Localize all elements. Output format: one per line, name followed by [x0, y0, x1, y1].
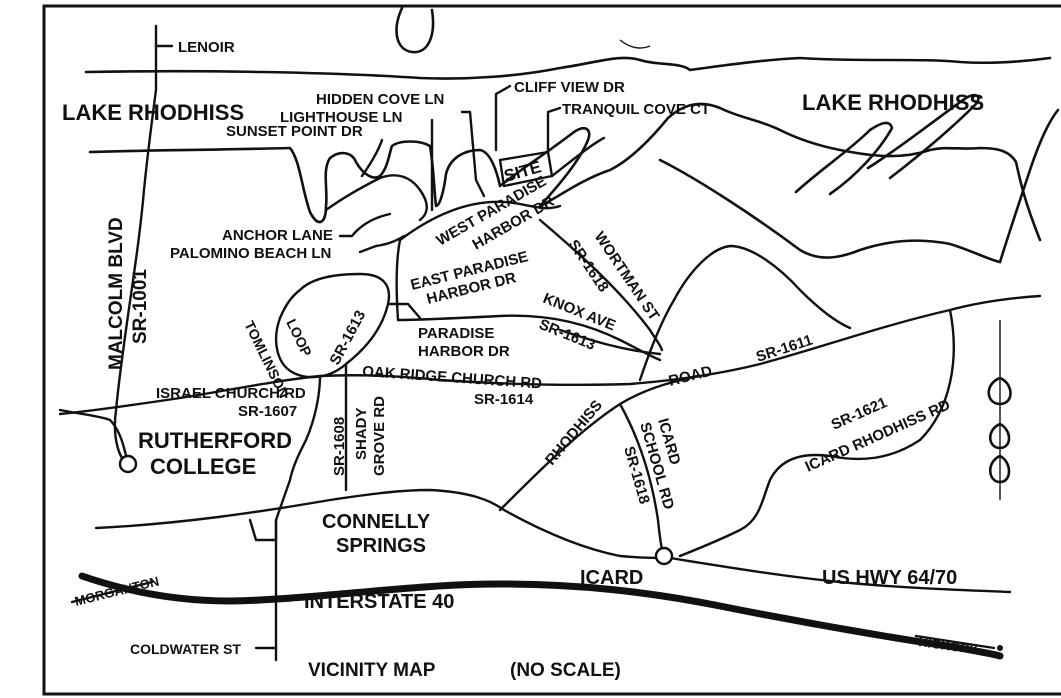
label-connelly: CONNELLY	[322, 511, 431, 533]
cove-east-2	[866, 93, 980, 180]
road-tranquil-cove	[546, 106, 562, 152]
label-coldwater: COLDWATER ST	[130, 641, 241, 657]
label-grove-rd: GROVE RD	[371, 396, 388, 476]
label-shady: SHADY	[353, 407, 370, 460]
road-us-64-70	[94, 488, 1012, 594]
road-knox-ave	[558, 328, 662, 356]
label-oak-ridge: OAK RIDGE CHURCH RD	[362, 363, 543, 393]
road-hidden-cove	[460, 110, 486, 198]
label-sr1607: SR-1607	[238, 403, 297, 420]
label-cliff-view: CLIFF VIEW DR	[514, 79, 625, 96]
road-oak-ridge-church	[58, 294, 1042, 416]
cove-far-east	[998, 108, 1060, 264]
road-east-paradise	[395, 238, 662, 362]
top-scribble	[395, 6, 435, 54]
label-malcolm-blvd: MALCOLM BLVD	[106, 217, 127, 370]
road-malcolm-blvd	[113, 24, 158, 466]
north-arrow-icon	[987, 320, 1012, 500]
road-sunset-point	[360, 138, 384, 178]
hickory-arrow	[914, 634, 996, 650]
road-rhodhiss	[498, 374, 702, 512]
label-icard: ICARD	[580, 567, 643, 589]
label-college: COLLEGE	[150, 454, 256, 479]
road-sr1611-loop	[638, 244, 852, 382]
label-sr1614: SR-1614	[474, 391, 534, 408]
map-frame	[42, 4, 1061, 696]
label-road: ROAD	[667, 363, 714, 390]
label-rutherford: RUTHERFORD	[138, 428, 292, 453]
label-sr1613-loop: SR-1613	[327, 308, 370, 368]
label-tranquil-cove: TRANQUIL COVE CT	[562, 101, 710, 118]
road-wortman	[538, 218, 664, 352]
label-loop: LOOP	[283, 316, 315, 359]
interstate-40-inner	[81, 575, 1001, 657]
label-sr1608: SR-1608	[331, 417, 348, 476]
peninsula-tip	[550, 136, 606, 178]
road-west-paradise	[398, 200, 562, 242]
label-anchor-lane: ANCHOR LANE	[222, 227, 333, 244]
map-title: VICINITY MAP	[308, 660, 436, 681]
label-israel-church: ISRAEL CHURCH RD	[156, 385, 306, 402]
lake-north-detail	[619, 39, 651, 49]
label-sr1001: SR-1001	[130, 269, 151, 344]
label-interstate-40: INTERSTATE 40	[304, 591, 454, 613]
label-hickory: HICKORY	[918, 634, 979, 657]
road-anchor-lane	[338, 212, 392, 238]
road-rutherford-branch	[58, 408, 130, 466]
label-palomino: PALOMINO BEACH LN	[170, 245, 331, 262]
label-lake-rhodhiss-west: LAKE RHODHISS	[62, 100, 244, 125]
lake-north-shore	[84, 56, 1052, 80]
label-sunset-point: SUNSET POINT DR	[226, 123, 363, 140]
east-shoreline	[658, 158, 1002, 264]
label-paradise-1: PARADISE	[418, 325, 494, 342]
road-connelly-loop	[248, 518, 278, 542]
label-rhodhiss: RHODHISS	[542, 397, 606, 469]
label-sr1611: SR-1611	[754, 332, 815, 366]
label-paradise-2: HARBOR DR	[418, 343, 510, 360]
road-cliff-view	[494, 84, 512, 152]
label-lenoir: LENOIR	[178, 39, 235, 56]
morganton-arrow	[70, 580, 154, 604]
label-springs: SPRINGS	[336, 535, 426, 557]
road-paradise-harbor	[386, 302, 422, 320]
cove-east-1	[794, 121, 894, 196]
label-us-hwy: US HWY 64/70	[822, 567, 957, 589]
hickory-dot	[997, 645, 1003, 651]
icard-marker	[654, 546, 674, 566]
map-scale-note: (NO SCALE)	[510, 660, 621, 681]
road-israel-church	[274, 374, 322, 662]
label-lighthouse: LIGHTHOUSE LN	[280, 109, 403, 126]
label-hidden-cove: HIDDEN COVE LN	[316, 91, 444, 108]
road-icard-rhodhiss	[678, 308, 955, 558]
rutherford-college-marker	[118, 454, 138, 474]
road-local-loop	[324, 174, 428, 222]
label-lake-rhodhiss-east: LAKE RHODHISS	[802, 90, 984, 115]
